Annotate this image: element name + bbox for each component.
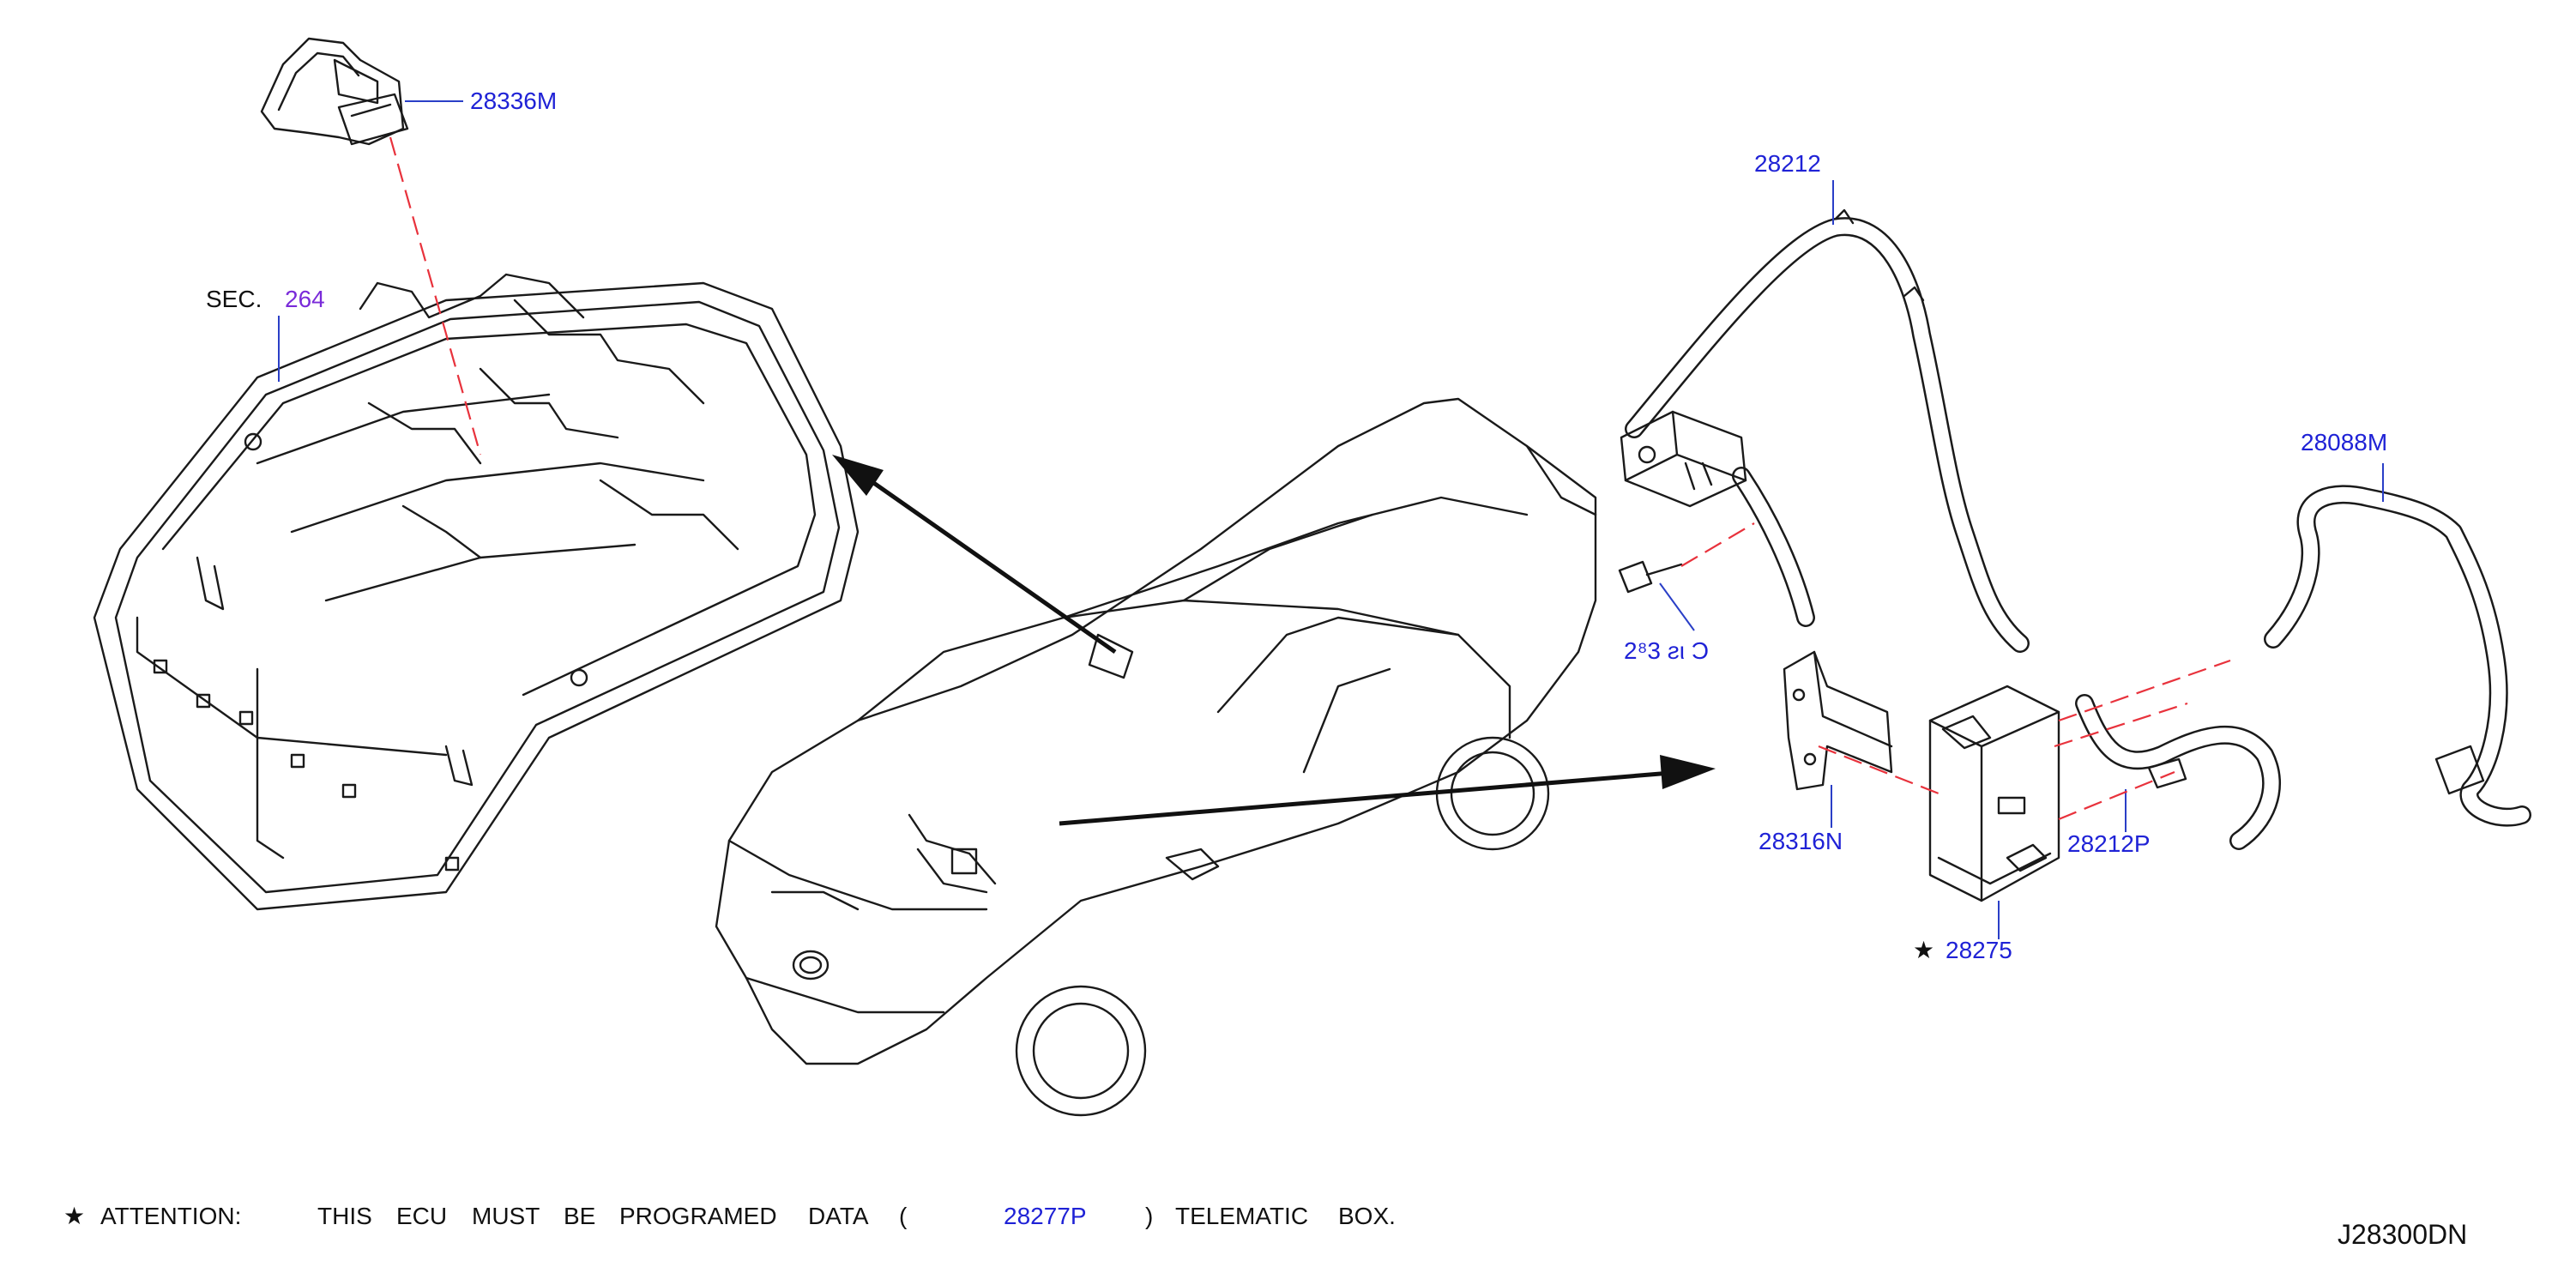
callout-arrows: [832, 455, 1716, 826]
label-28336m[interactable]: 28336M: [470, 87, 557, 114]
star-marker: ★: [1913, 937, 1934, 963]
footer-word-programed: PROGRAMED: [619, 1203, 777, 1229]
harness-28212: [1625, 180, 2030, 653]
harness-28088m: [2264, 463, 2531, 827]
label-sec: SEC.: [206, 286, 262, 312]
label-sec-264[interactable]: 264: [285, 286, 325, 312]
tcu-module-28275: [1928, 685, 2060, 939]
drawing-code: J28300DN: [2338, 1219, 2467, 1250]
label-28212p[interactable]: 28212P: [2067, 830, 2151, 857]
antenna-connector: [1620, 410, 1747, 508]
footer-word-be: BE: [564, 1203, 595, 1229]
assembly-dash-lines: [389, 136, 2231, 821]
footer-word-box: BOX.: [1338, 1203, 1396, 1229]
label-28275[interactable]: 28275: [1946, 937, 2012, 963]
footer-word-telematic: TELEMATIC: [1175, 1203, 1308, 1229]
footer-word-data: DATA: [808, 1203, 869, 1229]
footer-attention: ATTENTION:: [100, 1203, 241, 1229]
connector-28336m: [260, 37, 463, 146]
footer-word-ecu: ECU: [396, 1203, 447, 1229]
bracket-28316n: [1783, 650, 1893, 828]
footer-word-must: MUST: [472, 1203, 540, 1229]
label-28088m[interactable]: 28088M: [2301, 429, 2387, 456]
harness-28212p: [2075, 694, 2281, 850]
bolt: [1618, 560, 1695, 631]
footer-star: ★: [63, 1203, 85, 1229]
vehicle-outline: [715, 397, 1597, 1117]
label-28212[interactable]: 28212: [1754, 150, 1821, 177]
label-28316n[interactable]: 28316N: [1759, 828, 1843, 854]
footer-close-paren: ): [1145, 1203, 1153, 1229]
label-bolt[interactable]: 2⁸3 ƨι Ͻ: [1624, 637, 1709, 664]
footer-open-paren: (: [899, 1203, 908, 1229]
roof-console-assembly: [93, 273, 860, 911]
footer-part-28277p[interactable]: 28277P: [1004, 1203, 1087, 1229]
footer-word-this: THIS: [317, 1203, 372, 1229]
part-labels: 28336M SEC. 264 28212 28088M 2⁸3 ƨι Ͻ 28…: [206, 87, 2387, 963]
attention-note: ★ ATTENTION: THIS ECU MUST BE PROGRAMED …: [63, 1203, 1396, 1229]
